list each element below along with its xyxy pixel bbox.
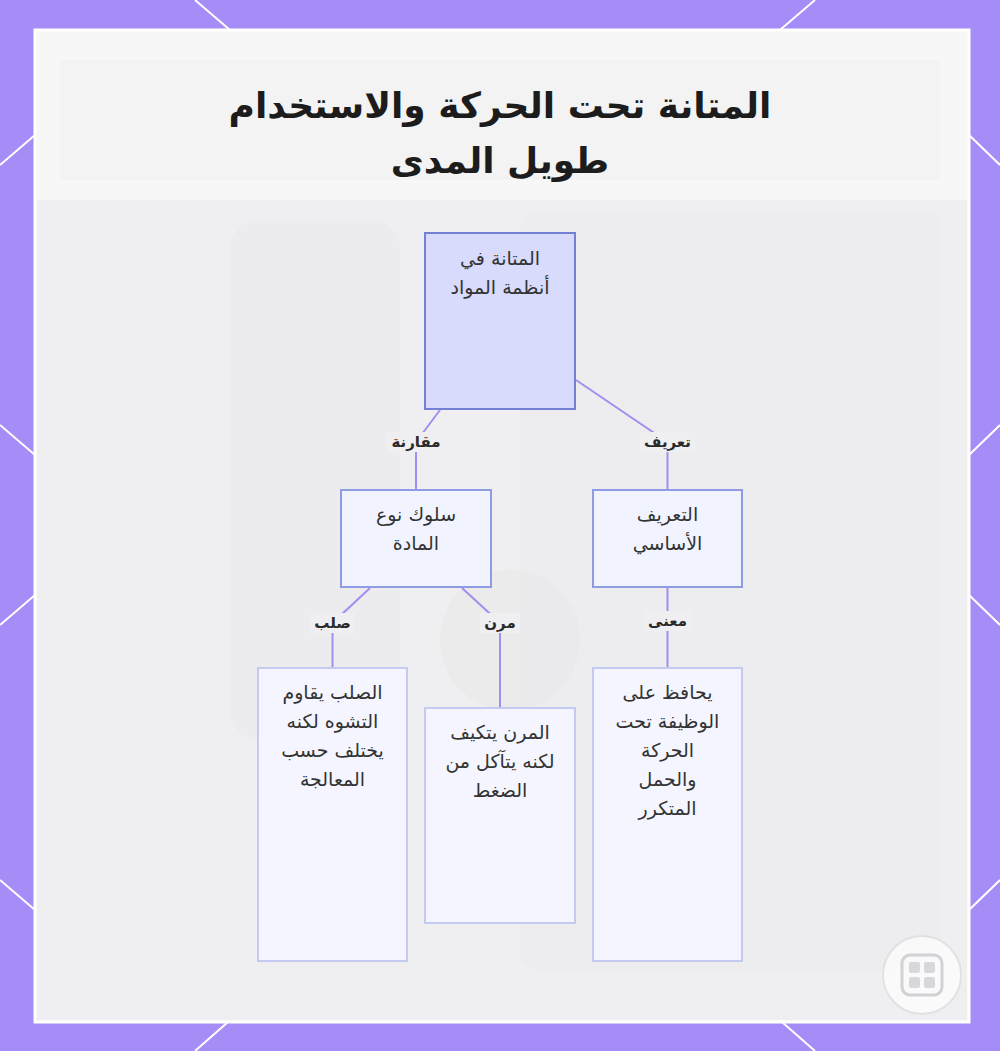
- node-label: سلوك نوع المادة: [360, 500, 472, 558]
- node-label: المرن يتكيف لكنه يتآكل من الضغط: [435, 718, 565, 805]
- edge-label: مقارنة: [387, 432, 444, 452]
- faded-photo-shape: [520, 210, 940, 970]
- inner-panel: [35, 30, 969, 1022]
- faded-photo: [37, 200, 967, 1020]
- edge-label: صلب: [310, 613, 355, 633]
- node-label: الصلب يقاوم التشوه لكنه يختلف حسب المعال…: [281, 678, 385, 794]
- node-label: يحافظ على الوظيفة تحت الحركة والحمل المت…: [616, 678, 720, 823]
- connector-line: [462, 588, 500, 707]
- detail-box: الصلب يقاوم التشوه لكنه يختلف حسب المعال…: [257, 667, 408, 962]
- edge-label: تعريف: [640, 432, 695, 452]
- edge-label: مرن: [480, 613, 519, 633]
- detail-box: المرن يتكيف لكنه يتآكل من الضغط: [424, 707, 576, 924]
- root-box: المتانة في أنظمة المواد: [424, 232, 576, 410]
- category-box: سلوك نوع المادة: [340, 489, 492, 588]
- node-label: التعريف الأساسي: [618, 500, 718, 558]
- faded-photo-shape: [230, 220, 400, 740]
- edge-label: معنى: [644, 611, 691, 631]
- diagram-title: المتانة تحت الحركة والاستخدام طويل المدى: [180, 78, 820, 188]
- detail-box: يحافظ على الوظيفة تحت الحركة والحمل المت…: [592, 667, 743, 962]
- logo-icon: [883, 936, 961, 1014]
- category-box: التعريف الأساسي: [592, 489, 743, 588]
- faded-photo-shape: [440, 570, 580, 710]
- node-label: المتانة في أنظمة المواد: [450, 244, 550, 302]
